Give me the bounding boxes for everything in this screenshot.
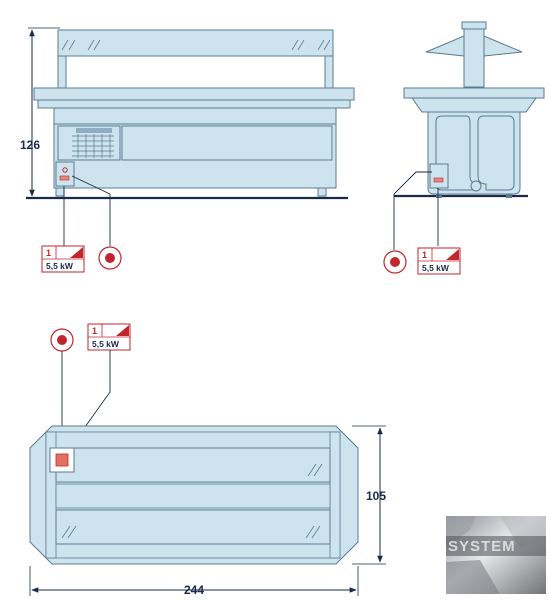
power-rating: 5,5 kW [46, 261, 74, 271]
phase-number: 1 [46, 248, 51, 258]
side-view [393, 21, 545, 250]
top-connection-socket-icon [55, 453, 69, 467]
front-connection-box [55, 161, 75, 187]
foot-right [317, 187, 327, 197]
side-cabinet-recess-right [477, 115, 515, 191]
power-rating: 5,5 kW [92, 339, 120, 349]
top-power-badge: 1 5,5 kW [87, 323, 131, 351]
top-connection-marker [50, 328, 74, 352]
side-canopy-post [463, 28, 485, 88]
height-dimension-label: 126 [20, 138, 40, 152]
front-view: 126 [20, 27, 355, 246]
phase-number: 1 [422, 250, 427, 260]
glass-hatch-icon [291, 39, 331, 51]
side-canopy-cap [461, 21, 487, 30]
logo-facet [446, 560, 500, 594]
side-connection-marker [383, 250, 407, 274]
single-phase-power-badge-icon [70, 247, 83, 258]
side-drain-icon [470, 180, 482, 192]
front-cabinet-band [53, 107, 337, 125]
system-logo: SYSTEM [446, 516, 546, 594]
side-counter-bevel [411, 97, 537, 113]
front-canopy-shelf [57, 29, 334, 57]
logo-text-band [446, 536, 546, 556]
glass-hatch-icon [61, 525, 77, 539]
side-foot-right [506, 194, 512, 198]
connection-socket-icon [62, 167, 68, 173]
red-dot-in-circle-icon-core [57, 335, 67, 345]
top-connection-box [49, 447, 75, 473]
glass-hatch-icon [307, 463, 323, 477]
top-glass-shelf-front [55, 509, 331, 545]
front-counter-top [33, 87, 355, 101]
top-view [29, 425, 359, 565]
side-leader-marker [393, 171, 432, 250]
side-power-badge: 1 5,5 kW [417, 247, 461, 275]
power-rating: 5,5 kW [422, 263, 450, 273]
red-dot-in-circle-icon-core [105, 253, 115, 263]
top-view-markers: 1 5,5 kW [50, 323, 131, 449]
front-panel-window [121, 125, 333, 161]
canopy-post-right [324, 55, 334, 89]
top-center-post [55, 483, 331, 509]
side-counter-top [403, 87, 545, 99]
foot-left [55, 187, 65, 197]
connection-plug-icon [433, 177, 444, 183]
control-panel-display [76, 128, 112, 133]
depth-dimension: 105 [352, 425, 386, 565]
width-dimension-label: 244 [184, 583, 204, 597]
single-phase-power-badge-icon [446, 249, 459, 260]
front-leader-marker [71, 175, 111, 246]
top-end-strip-right [329, 431, 341, 559]
red-dot-in-circle-icon-core [390, 257, 400, 267]
glass-hatch-icon [305, 525, 321, 539]
front-connection-marker [98, 246, 122, 270]
phase-number: 1 [92, 326, 97, 336]
top-glass-shelf-back [55, 447, 331, 483]
front-power-badge: 1 5,5 kW [41, 245, 85, 273]
depth-dimension-label: 105 [366, 489, 386, 503]
vent-grille-icon [72, 134, 114, 158]
connection-plug-icon [59, 175, 70, 181]
side-foot-left [436, 194, 442, 198]
logo-text: SYSTEM [448, 538, 516, 555]
canopy-post-left [57, 55, 67, 89]
width-dimension: 244 [29, 566, 359, 597]
single-phase-power-badge-icon [116, 325, 129, 336]
side-connection-box [429, 163, 449, 189]
front-counter-edge [37, 99, 351, 109]
glass-hatch-icon [61, 39, 101, 51]
